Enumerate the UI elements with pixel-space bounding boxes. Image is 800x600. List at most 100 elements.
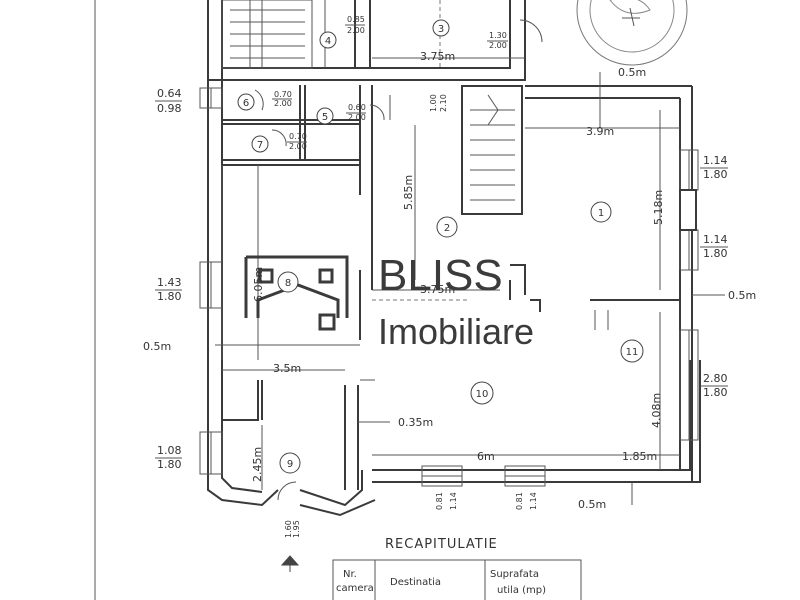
brand-subname: Imobiliare	[378, 311, 534, 352]
recap-col-nr-2: camera	[336, 583, 374, 594]
wall-room1-bottom	[530, 299, 681, 312]
room-marker-5	[316, 107, 334, 125]
dim-label: 5.85m	[402, 175, 415, 210]
window-label: 0.81	[515, 492, 524, 510]
room-number-9: 9	[287, 459, 293, 470]
room-marker-10	[470, 381, 494, 405]
window-label: 1.08	[157, 444, 182, 457]
wall-bottom-left	[299, 470, 376, 517]
door-label: 2.00	[348, 113, 366, 122]
dim-label: 0.35m	[398, 416, 433, 429]
window-right-1	[679, 149, 699, 191]
window-label: 1.14	[703, 233, 728, 246]
door-label: 1.60	[284, 520, 293, 538]
door-entry	[277, 481, 297, 501]
door-label: 0.70	[274, 90, 292, 99]
door-label: 0.70	[289, 132, 307, 141]
window-left-3	[199, 431, 223, 475]
wall-top-block	[208, 0, 526, 81]
dim-label: 6.05m	[252, 267, 265, 302]
door-room3	[519, 19, 543, 43]
window-label: 0.81	[435, 492, 444, 510]
pillar-right	[679, 189, 697, 231]
bliss-logo-icon	[244, 255, 349, 331]
door-room5	[369, 104, 385, 121]
dim-label: 4.08m	[650, 393, 663, 428]
wall-room9-top	[222, 380, 263, 421]
window-label: 1.43	[157, 276, 182, 289]
door-label: 2.00	[347, 26, 365, 35]
room-number-11: 11	[626, 347, 639, 358]
room-number-2: 2	[444, 223, 450, 234]
wall-room2-left	[359, 195, 373, 340]
room-number-4: 4	[325, 36, 331, 47]
door-label: 0.60	[348, 103, 366, 112]
dim-label: 0.5m	[618, 66, 646, 79]
window-bottom-2	[504, 465, 546, 487]
dim-label: 0.5m	[728, 289, 756, 302]
window-left-2	[199, 261, 223, 309]
window-label: 1.80	[157, 458, 182, 471]
wall-corridor-left	[359, 85, 373, 195]
recap-table	[332, 559, 582, 600]
wall-top-right	[525, 85, 692, 99]
pillar	[594, 310, 609, 330]
wall-room2-right	[509, 264, 526, 300]
recap-col-nr: Nr.	[343, 569, 357, 580]
dim-label: 0.5m	[143, 340, 171, 353]
room-number-10: 10	[476, 389, 489, 400]
window-label: 0.64	[157, 87, 182, 100]
door-room7	[271, 129, 287, 147]
staircase-top	[221, 0, 313, 69]
room-number-6: 6	[243, 98, 249, 109]
room-number-8: 8	[285, 278, 291, 289]
dim-label: 3.5m	[273, 362, 301, 375]
wall-bottom	[372, 360, 701, 483]
staircase-central	[461, 85, 523, 215]
dim-label: 3.9m	[586, 125, 614, 138]
wall-rooms-6-5	[222, 119, 360, 125]
room-marker-4	[319, 31, 337, 49]
door-label: 2.10	[439, 94, 448, 112]
window-label: 2.80	[703, 372, 728, 385]
door-label: 1.95	[292, 520, 301, 538]
room-number-1: 1	[598, 208, 604, 219]
window-label: 1.14	[703, 154, 728, 167]
door-label: 1.00	[429, 94, 438, 112]
wall-room5-left	[299, 85, 306, 160]
room-number-7: 7	[257, 140, 263, 151]
door-label: 2.00	[489, 41, 507, 50]
room-number-3: 3	[438, 24, 444, 35]
dim-label: 6m	[477, 450, 495, 463]
wall-left-upper	[207, 0, 223, 80]
window-right-3	[679, 329, 699, 441]
window-label: 0.98	[157, 102, 182, 115]
window-label: 1.80	[703, 386, 728, 399]
wall-room8	[221, 165, 259, 360]
room-marker-11	[620, 339, 644, 363]
dim-label: 3.75m	[420, 283, 455, 296]
window-label: 1.14	[529, 492, 538, 510]
recap-col-destinatia: Destinatia	[390, 577, 441, 588]
door-label: 1.30	[489, 31, 507, 40]
room-marker-3	[432, 19, 450, 37]
brand-name: BLISS	[378, 251, 503, 300]
room-marker-8	[277, 271, 299, 293]
recap-col-suprafata-2: utila (mp)	[497, 585, 546, 596]
window-label: 1.14	[449, 492, 458, 510]
stamp-seal	[576, 0, 688, 66]
entry-arrow-icon	[280, 555, 300, 572]
room-number-5: 5	[322, 112, 328, 123]
door-room6	[254, 89, 264, 111]
room-marker-2	[436, 216, 458, 238]
room-marker-9	[279, 452, 301, 474]
window-label: 1.80	[703, 247, 728, 260]
dim-label: 3.75m	[420, 50, 455, 63]
room-marker-7	[251, 135, 269, 153]
recap-title: RECAPITULATIE	[385, 537, 498, 552]
dim-label: 1.85m	[622, 450, 657, 463]
window-bottom-1	[421, 465, 463, 487]
window-left-1	[199, 87, 223, 109]
recap-col-suprafata: Suprafata	[490, 569, 539, 580]
